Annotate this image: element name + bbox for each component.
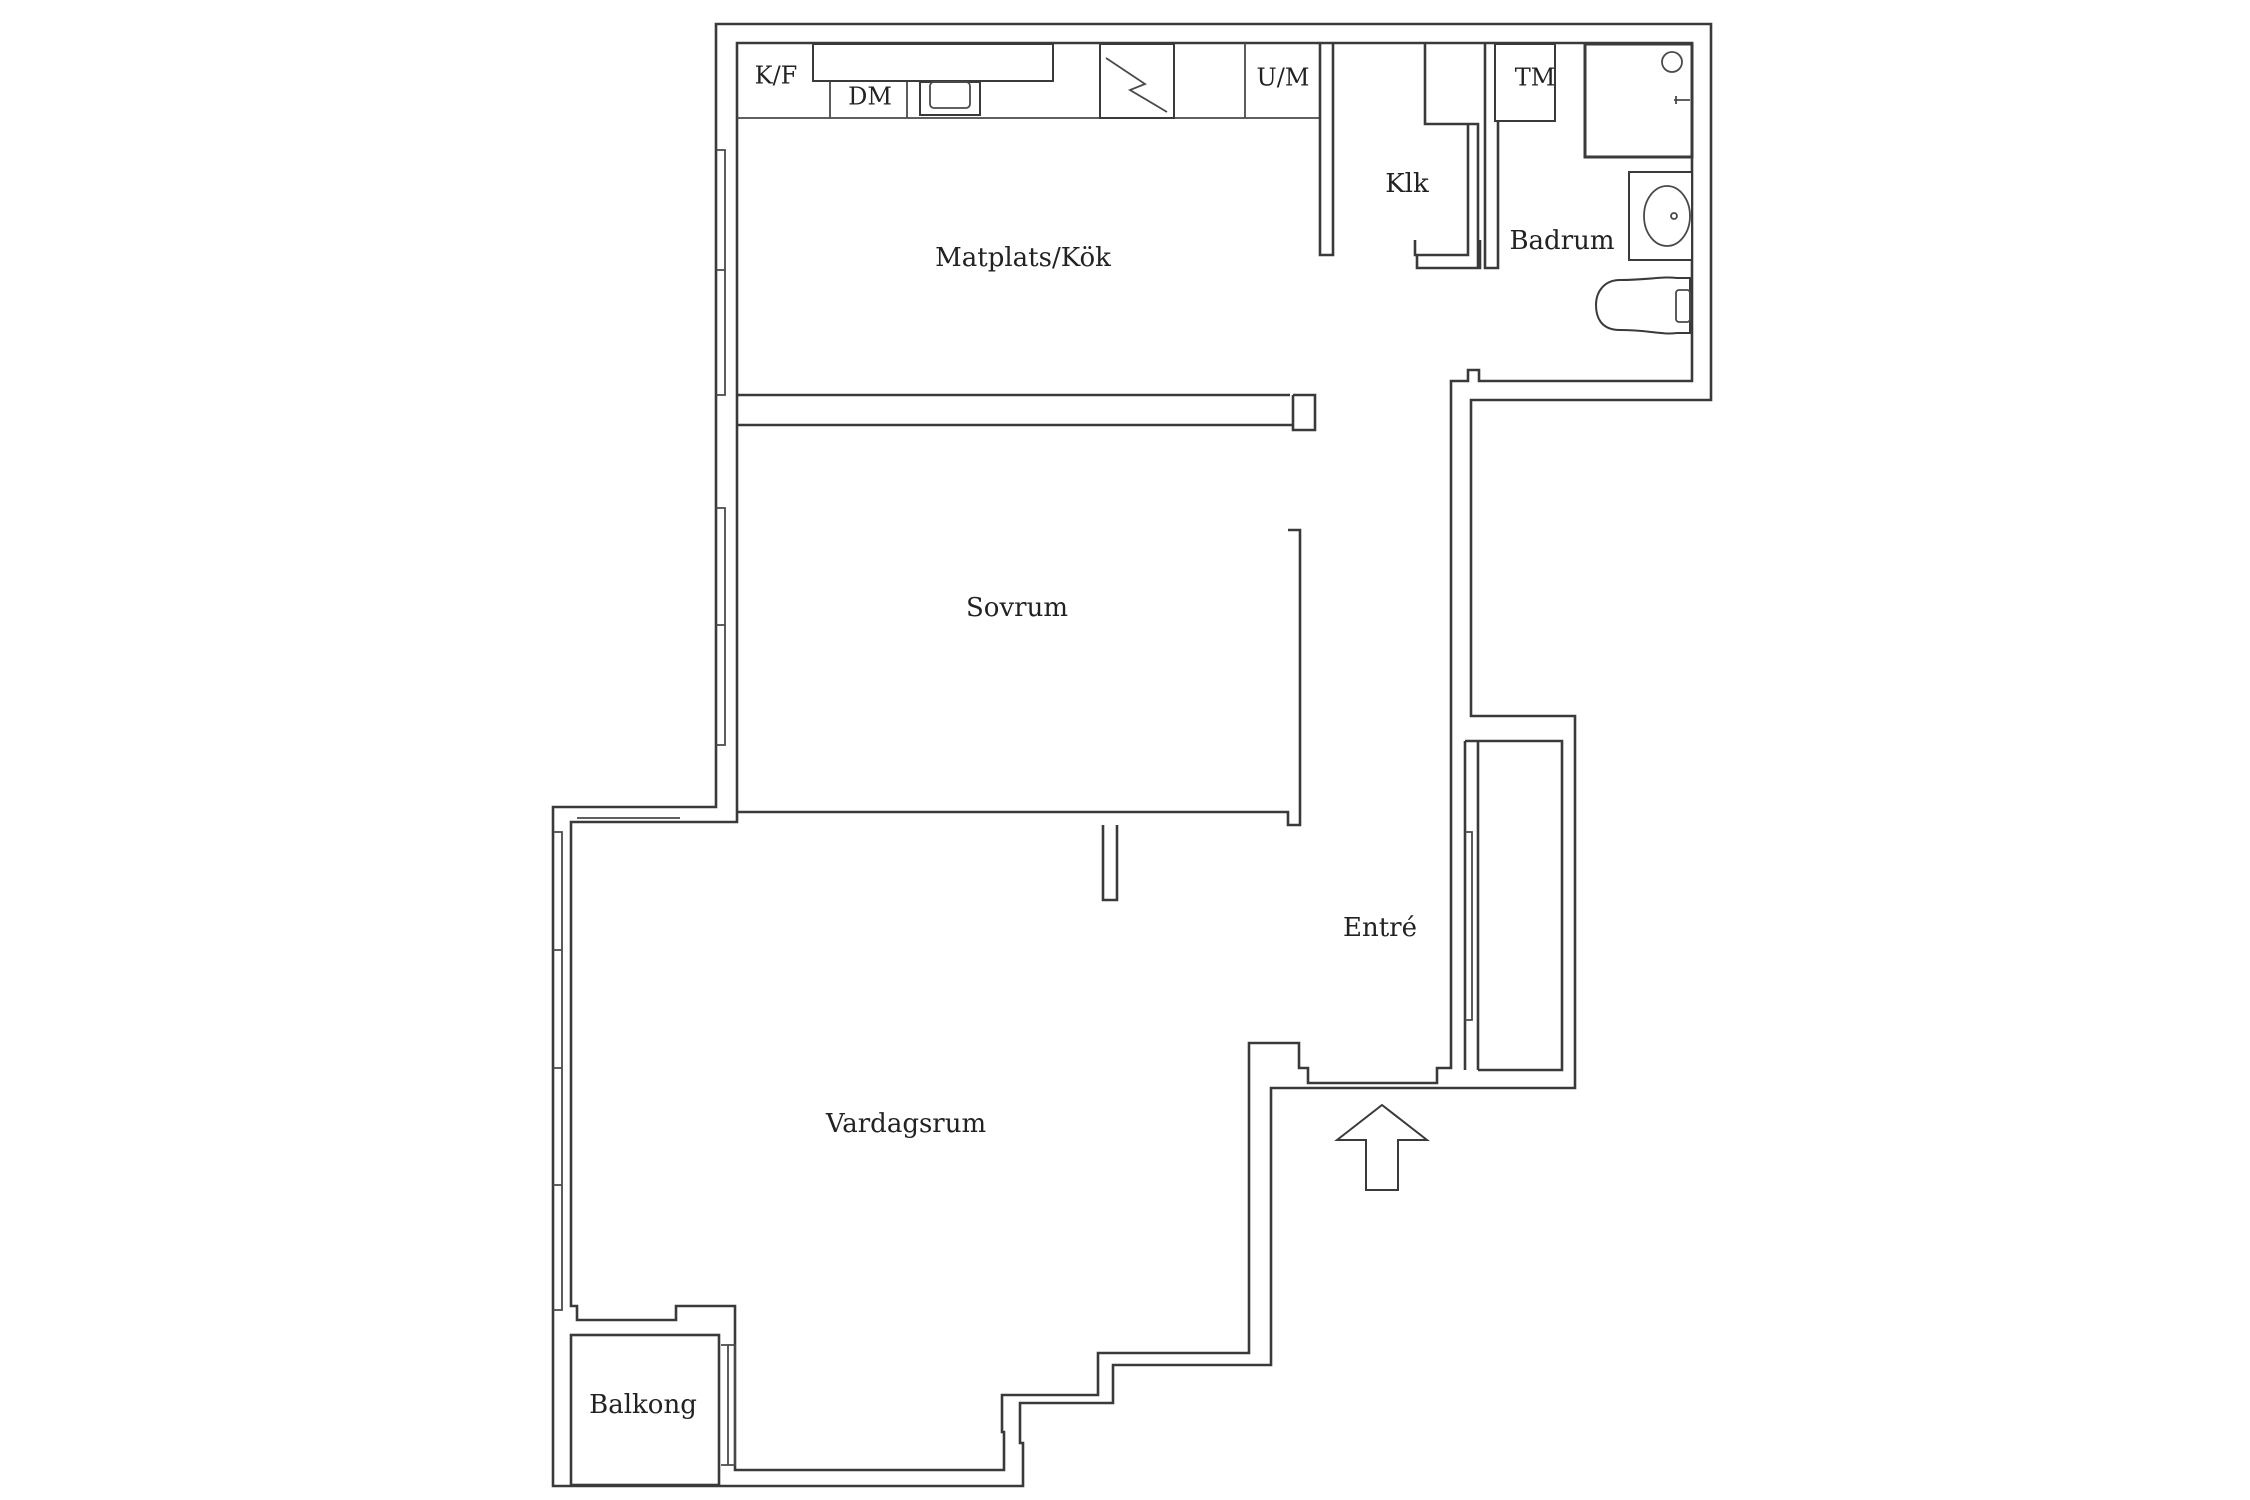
fixture-dishwasher: DM	[848, 83, 892, 111]
wall-kitchen-bedroom	[737, 393, 1317, 432]
washer-box	[1494, 43, 1556, 122]
fixture-washer: TM	[1515, 64, 1556, 92]
window-bedroom	[716, 507, 726, 746]
sink-icon	[919, 81, 981, 116]
toilet-icon	[1594, 276, 1691, 335]
washbasin-icon	[1628, 171, 1693, 261]
balcony-door	[721, 1344, 736, 1466]
fixture-fridge-freezer: K/F	[755, 62, 798, 90]
window-living	[553, 831, 563, 1311]
upper-cabinet	[812, 43, 1054, 82]
fixture-oven-micro: U/M	[1257, 64, 1310, 92]
wall-living-stub	[1101, 825, 1119, 902]
room-label-bedroom: Sovrum	[966, 593, 1068, 623]
balcony	[569, 1333, 721, 1487]
window-kitchen	[716, 149, 726, 396]
stove-icon	[1099, 43, 1175, 119]
outer-wall	[551, 22, 1713, 1488]
room-label-bath: Badrum	[1509, 226, 1614, 256]
wall-closet	[1318, 43, 1482, 270]
room-label-balcony: Balkong	[589, 1390, 697, 1420]
inner-wall	[569, 41, 1694, 1472]
room-label-kitchen: Matplats/Kök	[935, 243, 1111, 273]
room-label-hall: Entré	[1343, 913, 1417, 943]
wall-hall-wardrobe	[1463, 739, 1564, 1072]
room-label-living: Vardagsrum	[825, 1109, 986, 1139]
wall-bathroom	[1483, 43, 1500, 270]
wall-bedroom-right	[737, 528, 1302, 827]
entry-arrow-icon	[1334, 1103, 1430, 1191]
shower-icon	[1583, 42, 1694, 159]
wardrobe-detail	[1465, 831, 1473, 1021]
room-label-closet: Klk	[1385, 169, 1429, 199]
